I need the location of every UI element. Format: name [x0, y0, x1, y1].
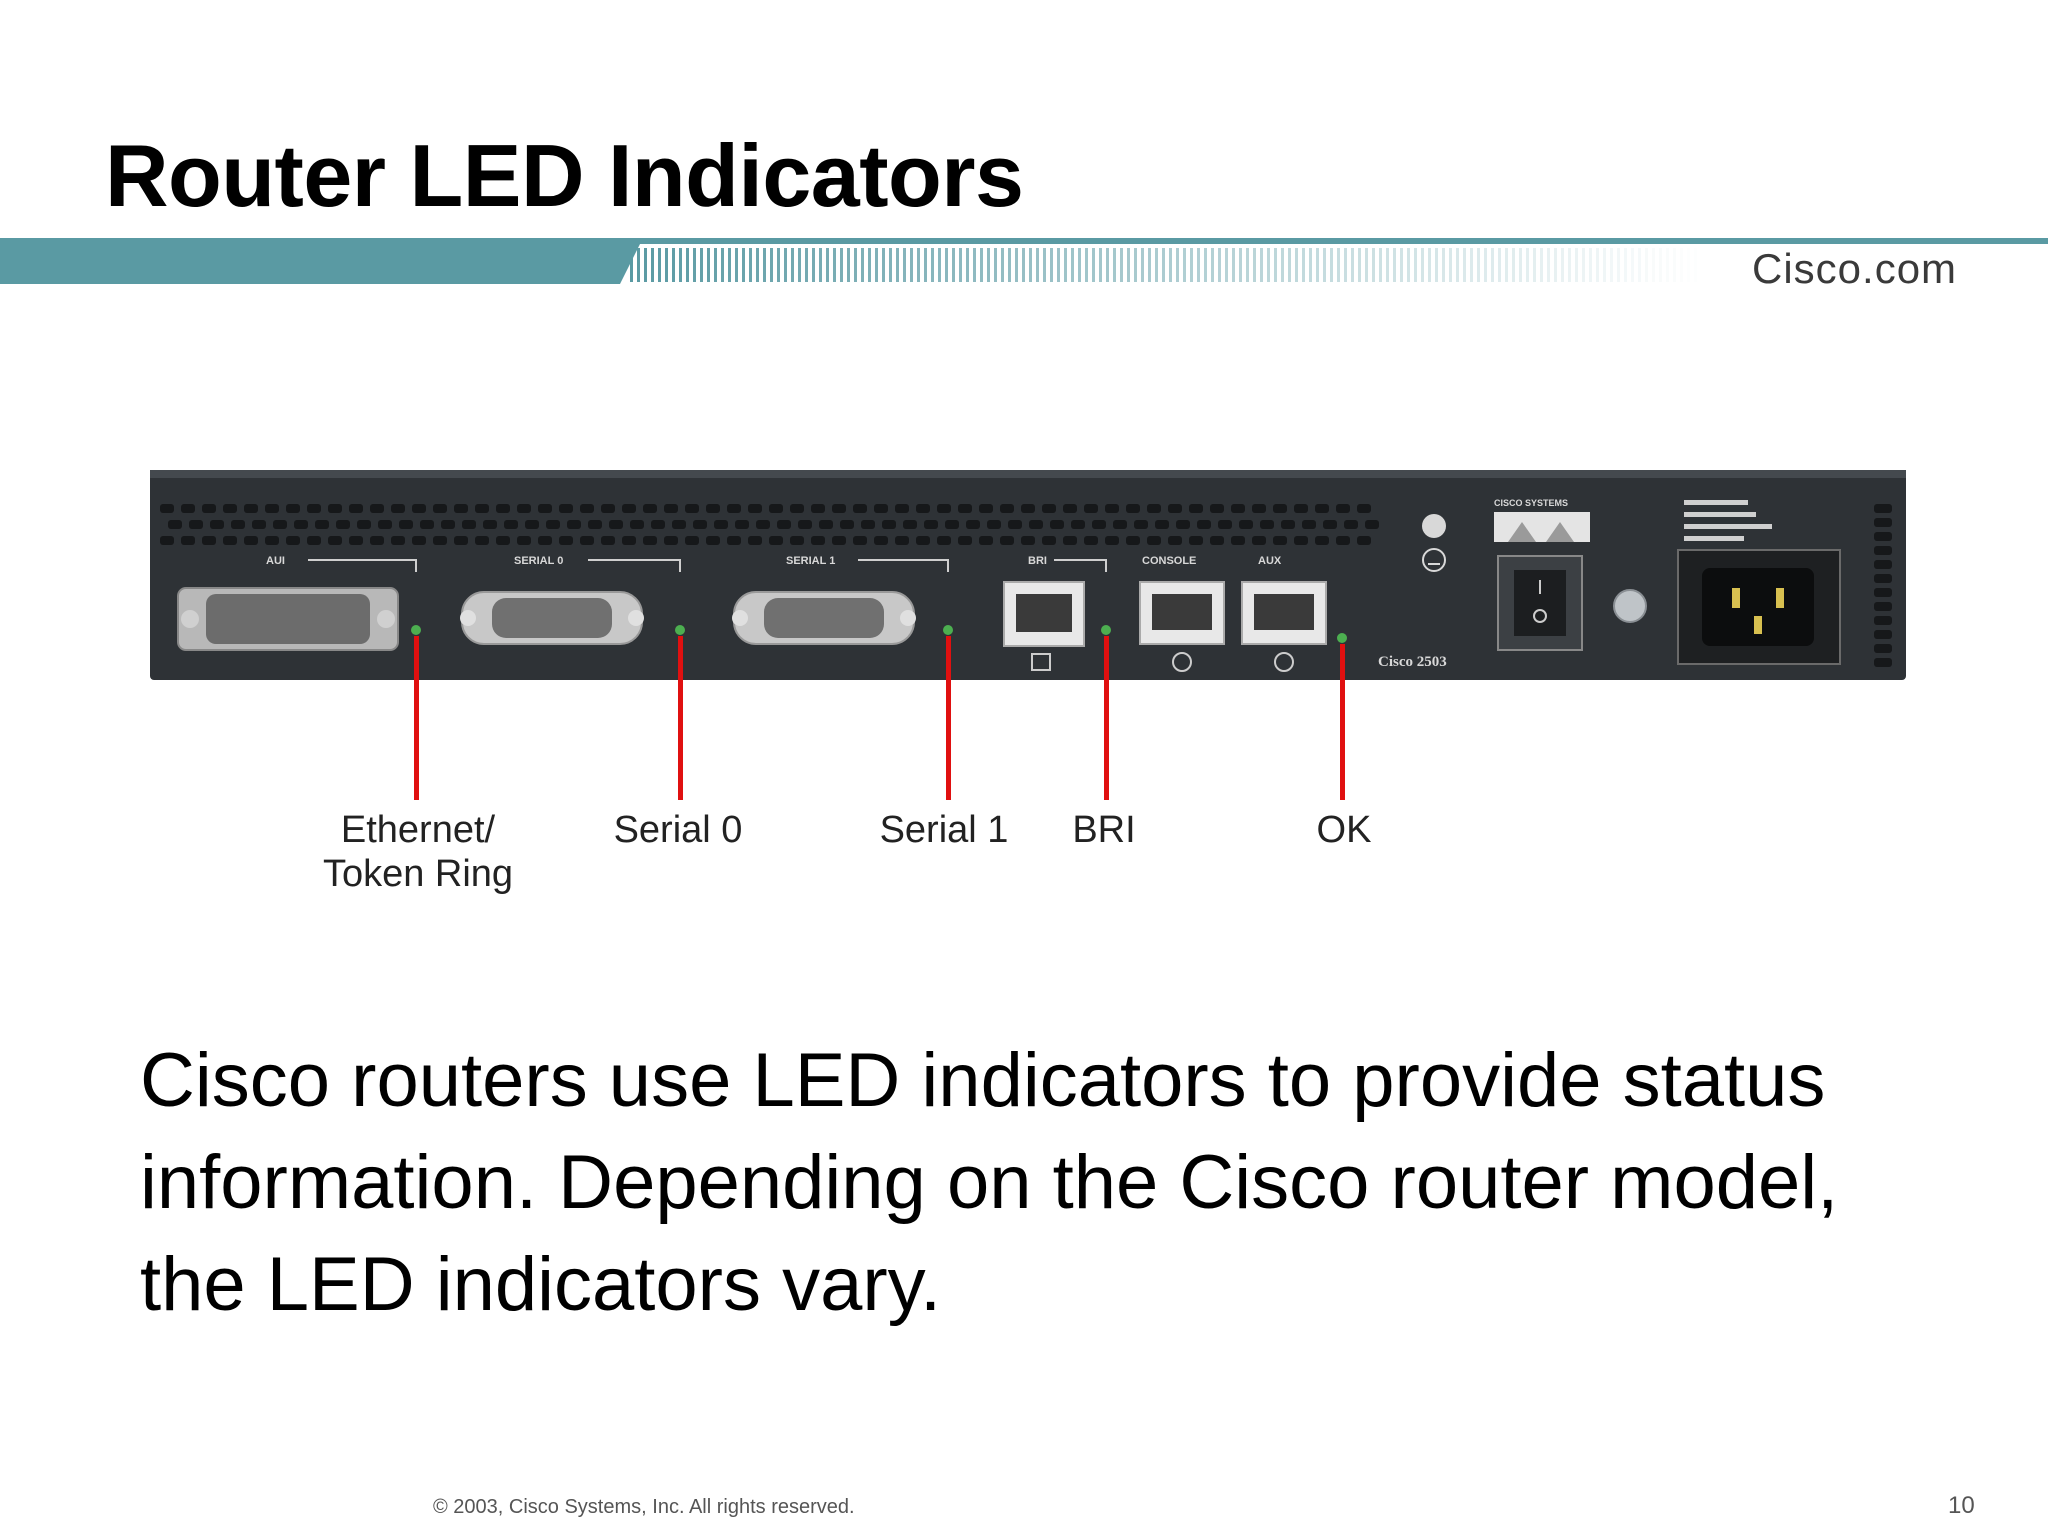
label-serial-1: Serial 1 [879, 809, 1009, 851]
svg-text:AUI: AUI [266, 555, 285, 567]
bri-pointer-line [1104, 636, 1109, 800]
power-rating-label [1684, 500, 1772, 541]
copyright-footer: © 2003, Cisco Systems, Inc. All rights r… [433, 1496, 855, 1518]
body-paragraph: Cisco routers use LED indicators to prov… [140, 1038, 1839, 1327]
bri-led [1101, 625, 1111, 635]
ethernet-led [411, 625, 421, 635]
screw-icon [1613, 589, 1647, 623]
serial-0-port: SERIAL 0 [460, 555, 681, 645]
aux-port: AUX [1241, 555, 1327, 672]
aui-port: AUI [177, 555, 417, 651]
power-switch: CISCO SYSTEMS [1494, 498, 1590, 651]
page-number: 10 [1948, 1492, 1975, 1519]
bri-port: BRI [1003, 555, 1107, 671]
ventilation-holes [160, 504, 1379, 545]
serial-1-led [943, 625, 953, 635]
label-serial-0: Serial 0 [613, 809, 743, 851]
label-ok: OK [1316, 809, 1372, 851]
ground-symbol-icon [1422, 514, 1446, 572]
svg-text:AUX: AUX [1258, 555, 1282, 567]
svg-text:SERIAL 0: SERIAL 0 [514, 555, 563, 567]
serial-0-pointer-line [678, 636, 683, 800]
serial-1-pointer-line [946, 636, 951, 800]
ok-pointer-line [1340, 644, 1345, 800]
router-chassis [150, 470, 1906, 680]
label-bri: BRI [1072, 809, 1136, 851]
console-port: CONSOLE [1139, 555, 1225, 672]
svg-text:CISCO SYSTEMS: CISCO SYSTEMS [1494, 498, 1568, 508]
cisco-logo: Cisco.com [1752, 245, 1958, 292]
header-bar [0, 238, 2048, 284]
ethernet-pointer-line [414, 636, 419, 800]
svg-text:SERIAL 1: SERIAL 1 [786, 555, 835, 567]
label-ethernet-token-ring: Ethernet/ Token Ring [322, 809, 514, 895]
svg-text:CONSOLE: CONSOLE [1142, 555, 1196, 567]
svg-text:BRI: BRI [1028, 555, 1047, 567]
router-diagram: AUI SERIAL 0 SERIAL 1 [150, 470, 1906, 800]
serial-0-led [675, 625, 685, 635]
slide-title: Router LED Indicators [105, 126, 1024, 225]
ok-led [1337, 633, 1347, 643]
serial-1-port: SERIAL 1 [732, 555, 949, 645]
router-back-panel-figure: AUI SERIAL 0 SERIAL 1 [148, 470, 1908, 910]
power-inlet [1677, 549, 1841, 665]
model-label: Cisco 2503 [1378, 654, 1447, 670]
